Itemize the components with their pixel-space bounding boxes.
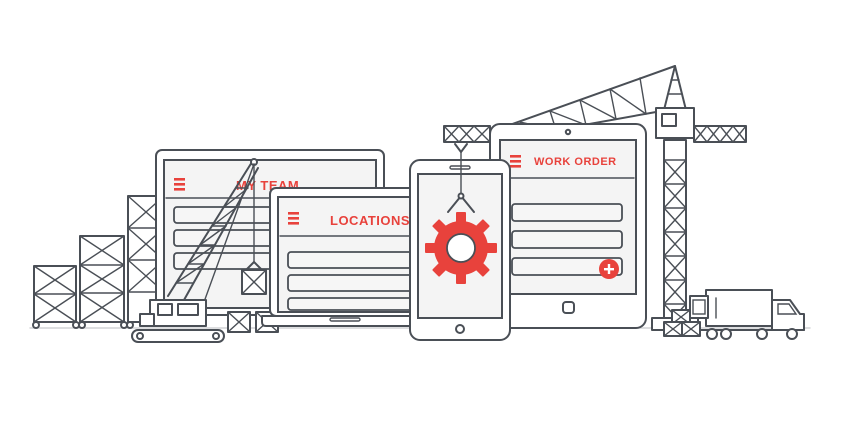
laptop-locations: LOCATIONS (261, 187, 429, 327)
crane-base-crates (663, 309, 701, 337)
add-button[interactable] (599, 259, 619, 279)
locations-title: LOCATIONS (330, 213, 410, 228)
work-order-field-1[interactable] (511, 203, 623, 222)
crawler-crane (131, 158, 267, 343)
tablet-work-order: WORK ORDER (489, 123, 647, 329)
work-order-title: WORK ORDER (534, 156, 617, 168)
home-button[interactable] (455, 324, 465, 334)
locations-field-2[interactable] (287, 274, 419, 292)
locations-field-3[interactable] (287, 297, 419, 311)
gear-icon[interactable] (425, 212, 497, 284)
locations-field-1[interactable] (287, 251, 419, 269)
work-order-field-3[interactable] (511, 257, 623, 276)
hamburger-menu-icon[interactable] (174, 178, 185, 191)
delivery-truck (689, 289, 805, 340)
hamburger-menu-icon[interactable] (510, 155, 521, 168)
my-team-field-2[interactable] (173, 229, 279, 247)
plus-icon (604, 264, 614, 274)
phone-settings (409, 143, 511, 341)
home-button[interactable] (562, 301, 575, 314)
work-order-field-2[interactable] (511, 230, 623, 249)
hamburger-menu-icon[interactable] (288, 212, 299, 225)
scaffolding (32, 195, 165, 329)
